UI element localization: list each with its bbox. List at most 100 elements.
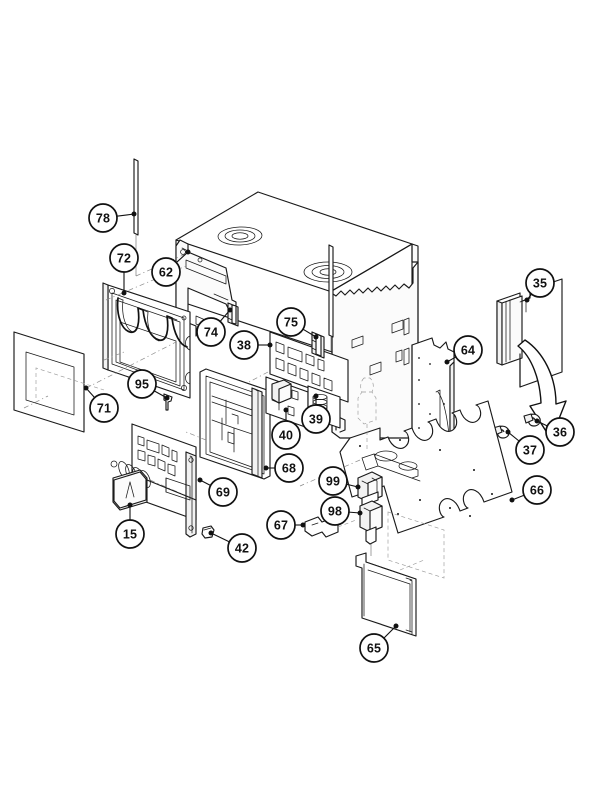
leader-line-65 bbox=[383, 625, 397, 639]
leader-line-75 bbox=[302, 328, 317, 338]
callout-label-95: 95 bbox=[135, 378, 149, 392]
part-98-plug-connector bbox=[359, 500, 383, 556]
callout-35[interactable]: 3535 — Terminal block / connector housin… bbox=[524, 268, 555, 303]
callout-bubble-64[interactable] bbox=[453, 335, 483, 365]
callout-label-67: 67 bbox=[274, 519, 288, 533]
leader-tip-69 bbox=[197, 477, 203, 483]
callout-bubble-42[interactable] bbox=[227, 533, 257, 563]
leader-tip-42 bbox=[208, 530, 214, 536]
leader-tip-66 bbox=[509, 497, 515, 503]
leader-tip-40 bbox=[283, 407, 289, 413]
callout-label-62: 62 bbox=[159, 266, 173, 280]
callout-bubble-40[interactable] bbox=[271, 420, 301, 450]
callout-68[interactable]: 6868 — Oven cavity / inner liner assembl… bbox=[263, 453, 304, 483]
callout-bubble-69[interactable] bbox=[208, 477, 238, 507]
callout-bubble-38[interactable] bbox=[229, 330, 259, 360]
alignment-door-top bbox=[105, 265, 187, 301]
callout-66[interactable]: 6666 — Base chassis plate with serpentin… bbox=[509, 475, 552, 505]
callout-bubble-66[interactable] bbox=[522, 475, 552, 505]
callout-78[interactable]: 7878 — Long slender rod / antenna elemen… bbox=[88, 203, 137, 233]
part-72-inner-door-panel bbox=[102, 282, 191, 399]
leader-line-74 bbox=[219, 309, 231, 322]
callout-95[interactable]: 9595 — Screw / fastener for door bbox=[127, 369, 170, 401]
callout-98[interactable]: 9898 — Plug connector body bbox=[320, 496, 363, 526]
callout-36[interactable]: 3636 — Small wire clip / grommet bbox=[534, 417, 575, 447]
callout-bubble-36[interactable] bbox=[545, 417, 575, 447]
callout-bubble-65[interactable] bbox=[359, 633, 389, 663]
callout-bubble-98[interactable] bbox=[320, 496, 350, 526]
callout-label-68: 68 bbox=[282, 462, 296, 476]
leader-line-62 bbox=[175, 251, 189, 263]
callout-bubble-99[interactable] bbox=[318, 466, 348, 496]
alignment-ghost-bottom-cover bbox=[387, 511, 445, 579]
callout-label-99: 99 bbox=[326, 475, 340, 489]
callout-75[interactable]: 7575 — Right hinge bracket on cabinet fr… bbox=[276, 307, 319, 340]
callout-label-75: 75 bbox=[284, 316, 298, 330]
leader-tip-38 bbox=[267, 342, 273, 348]
leader-tip-99 bbox=[355, 484, 361, 490]
callout-15[interactable]: 1515 — Timer / clock module with coil sp… bbox=[115, 502, 145, 549]
callout-71[interactable]: 7171 — Outer door glass / window panel bbox=[83, 385, 119, 423]
part-71-outer-door-glass bbox=[13, 331, 105, 433]
leader-tip-74 bbox=[227, 307, 233, 313]
chassis-rivet-holes bbox=[359, 439, 493, 517]
part-40-relay-module bbox=[265, 376, 309, 429]
callout-74[interactable]: 7474 — Small hinge / latch plate on cabi… bbox=[196, 307, 233, 347]
callout-bubble-37[interactable] bbox=[515, 435, 545, 465]
leader-tip-35 bbox=[524, 297, 530, 303]
callout-label-38: 38 bbox=[237, 339, 251, 353]
callout-64[interactable]: 6464 — Notched side shield panel bbox=[444, 335, 483, 365]
alignment-ghost-line bbox=[399, 559, 425, 571]
callout-bubble-39[interactable] bbox=[301, 404, 331, 434]
callout-40[interactable]: 4040 — Relay / switch module board bbox=[271, 407, 301, 450]
callout-label-98: 98 bbox=[328, 505, 342, 519]
callout-label-37: 37 bbox=[523, 444, 537, 458]
leader-tip-62 bbox=[185, 249, 191, 255]
alignment-door-bottom bbox=[103, 351, 125, 361]
part-15-timer-module bbox=[110, 460, 197, 511]
callout-label-74: 74 bbox=[204, 326, 218, 340]
callout-label-78: 78 bbox=[96, 212, 110, 226]
callout-42[interactable]: 4242 — Small knob / bushing bbox=[208, 530, 257, 563]
callout-bubble-15[interactable] bbox=[115, 519, 145, 549]
callout-label-35: 35 bbox=[533, 277, 547, 291]
callout-label-69: 69 bbox=[216, 486, 230, 500]
callout-label-39: 39 bbox=[309, 413, 323, 427]
cabinet-vertical-rod bbox=[328, 244, 334, 352]
callout-72[interactable]: 7272 — Inner door panel with serpentine … bbox=[109, 243, 139, 296]
callout-62[interactable]: 6262 — Long support rail / hinge bracket bbox=[151, 249, 191, 287]
part-99-connector-socket bbox=[357, 471, 383, 507]
callout-38[interactable]: 3838 — Control board panel with rectangu… bbox=[229, 330, 273, 360]
callout-bubble-62[interactable] bbox=[151, 257, 181, 287]
callout-label-71: 71 bbox=[97, 402, 111, 416]
callout-label-64: 64 bbox=[461, 344, 475, 358]
callout-label-65: 65 bbox=[367, 642, 381, 656]
cabinet-vent-cutouts bbox=[351, 317, 410, 376]
leader-tip-72 bbox=[121, 290, 127, 296]
cooktop-burner-rings bbox=[217, 226, 353, 283]
callout-bubble-78[interactable] bbox=[88, 203, 118, 233]
callout-69[interactable]: 6969 — Control panel fascia with button … bbox=[197, 477, 238, 507]
callout-65[interactable]: 6565 — Bottom cover / rear access panel bbox=[359, 623, 399, 663]
callout-bubble-35[interactable] bbox=[525, 268, 555, 298]
callout-bubble-95[interactable] bbox=[127, 369, 157, 399]
callout-bubble-72[interactable] bbox=[109, 243, 139, 273]
callout-39[interactable]: 3939 — Transformer / coil board bbox=[301, 393, 331, 434]
leader-tip-36 bbox=[534, 418, 540, 424]
callout-bubble-71[interactable] bbox=[89, 393, 119, 423]
callout-label-66: 66 bbox=[530, 484, 544, 498]
part-69-control-fascia bbox=[131, 423, 197, 538]
callout-bubble-75[interactable] bbox=[276, 307, 306, 337]
callout-37[interactable]: 3737 — Small wire clip / grommet bbox=[505, 429, 545, 465]
callout-bubble-68[interactable] bbox=[274, 453, 304, 483]
callout-bubble-67[interactable] bbox=[266, 510, 296, 540]
lamp-bulb-dashed-outline bbox=[357, 377, 377, 452]
leader-tip-95 bbox=[164, 395, 170, 401]
callout-bubble-74[interactable] bbox=[196, 317, 226, 347]
leader-line-78 bbox=[116, 213, 135, 217]
leader-tip-75 bbox=[313, 334, 319, 340]
callout-67[interactable]: 6767 — Flat mounting clip / bracket bbox=[266, 510, 306, 540]
leader-tip-68 bbox=[263, 465, 269, 471]
